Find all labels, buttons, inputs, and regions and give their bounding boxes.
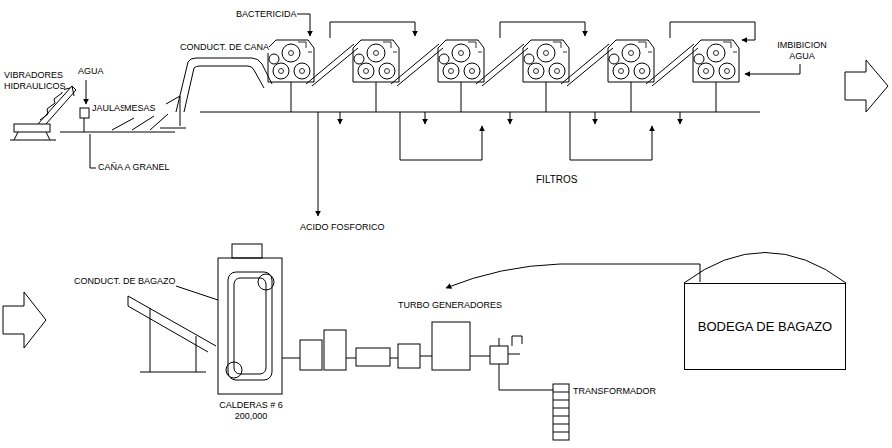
equipment-label: VIBRADORES HIDRAULICOS — [4, 70, 64, 92]
intermediate-carriers — [306, 44, 698, 86]
water-arrow — [745, 64, 800, 74]
cane-conveyor — [160, 58, 272, 128]
input-label: BACTERICIDA — [236, 9, 297, 20]
equipment-label: TRANSFORMADOR — [573, 386, 656, 397]
equipment-label: MESAS — [124, 103, 156, 114]
input-label: AGUA — [78, 66, 104, 77]
equipment-label: TURBO GENERADORES — [398, 300, 502, 311]
boiler-symbol — [218, 244, 282, 394]
flow-arrow — [845, 60, 888, 112]
input-label: IMBIBICION AGUA — [772, 40, 832, 62]
water-arrow — [86, 80, 87, 104]
equipment-label: CONDUCT. DE BAGAZO — [74, 276, 176, 287]
leader-line — [90, 134, 96, 168]
transformer-symbol — [553, 384, 569, 440]
equipment-label: JAULAS — [92, 103, 126, 114]
warehouse-box: BODEGA DE BAGAZO — [684, 283, 846, 370]
juice-return-loops — [330, 22, 755, 40]
equipment-label: CALDERAS # 6 200,000 — [216, 400, 286, 422]
warehouse-label: BODEGA DE BAGAZO — [698, 319, 832, 334]
turbo-generator-symbol — [282, 322, 553, 390]
warehouse-roof — [684, 253, 846, 284]
input-label: ACIDO FOSFORICO — [300, 222, 385, 233]
input-label: CAÑA A GRANEL — [98, 162, 170, 173]
return-arrow — [446, 264, 700, 288]
flow-arrow — [3, 292, 46, 348]
equipment-label: CONDUCT. DE CANA — [180, 42, 269, 53]
bagasse-conveyor — [128, 286, 218, 372]
juice-line — [200, 82, 760, 216]
equipment-label: FILTROS — [536, 174, 577, 186]
